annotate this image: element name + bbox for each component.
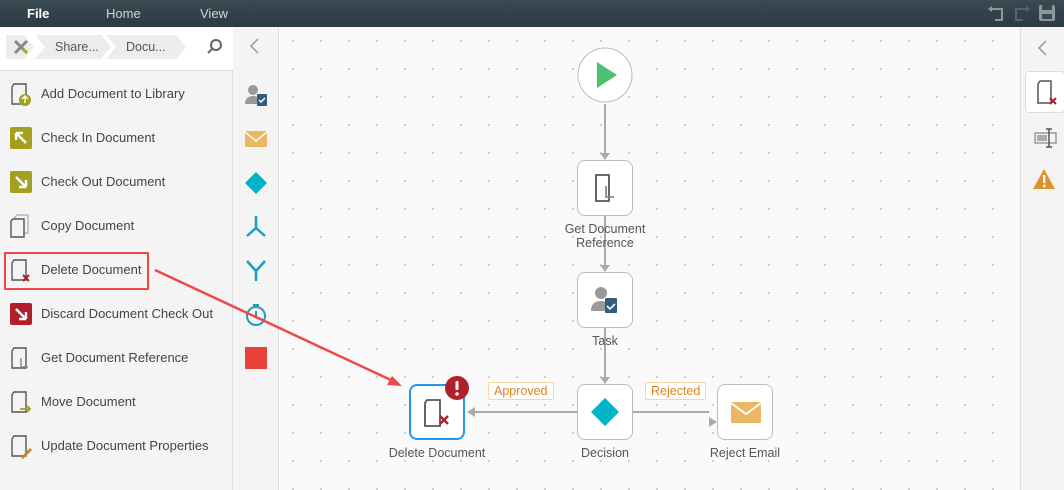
top-bar: File Home View <box>0 0 1064 27</box>
error-icon[interactable] <box>445 376 469 400</box>
email-icon[interactable] <box>243 126 269 152</box>
update-properties-icon <box>11 435 32 459</box>
undo-icon[interactable] <box>987 4 1005 22</box>
breadcrumb-item[interactable]: Docu... <box>106 35 186 59</box>
delete-document-icon <box>1037 80 1057 105</box>
search-icon[interactable] <box>206 38 224 56</box>
menu-home[interactable]: Home <box>106 6 141 21</box>
action-label: Check Out Document <box>41 174 166 189</box>
node-label: Reject Email <box>709 446 781 460</box>
email-icon <box>730 402 762 423</box>
toolbox <box>233 27 279 490</box>
stop-icon[interactable] <box>243 345 269 371</box>
properties-panel <box>1020 27 1064 490</box>
wrench-icon <box>12 38 30 56</box>
document-reference-icon <box>595 174 614 202</box>
warning-icon[interactable] <box>1032 168 1056 190</box>
breadcrumb-item[interactable]: Share... <box>35 35 111 59</box>
task-icon <box>591 287 617 313</box>
check-out-icon <box>10 171 32 193</box>
workflow-canvas[interactable]: Get Document Reference Task Decision Del… <box>279 27 1020 490</box>
action-item[interactable]: Check Out Document <box>0 162 232 202</box>
action-label: Discard Document Check Out <box>41 306 213 321</box>
action-item[interactable]: Check In Document <box>0 118 232 158</box>
menu-view[interactable]: View <box>200 6 228 21</box>
branch-label-approved[interactable]: Approved <box>488 382 554 400</box>
redo-icon[interactable] <box>1013 4 1031 22</box>
node-decision[interactable] <box>577 384 633 440</box>
collapse-right-icon[interactable] <box>1036 39 1050 57</box>
connectors <box>467 104 717 427</box>
node-label: Delete Document <box>388 446 486 460</box>
discard-checkout-icon <box>10 303 32 325</box>
node-label: Task <box>592 334 618 348</box>
node-reject-email[interactable] <box>717 384 773 440</box>
collapse-left-icon[interactable] <box>248 37 262 55</box>
copy-document-icon <box>10 214 29 238</box>
action-item[interactable]: Discard Document Check Out <box>0 294 232 334</box>
move-document-icon <box>11 391 32 413</box>
action-label: Update Document Properties <box>41 438 209 453</box>
save-icon[interactable] <box>1038 4 1056 22</box>
document-reference-icon <box>11 347 28 369</box>
action-label: Move Document <box>41 394 136 409</box>
tools-crumb[interactable] <box>6 35 34 59</box>
action-item[interactable]: Get Document Reference <box>0 338 232 378</box>
action-label: Check In Document <box>41 130 156 145</box>
split-icon[interactable] <box>243 214 269 240</box>
menu-file[interactable]: File <box>27 6 50 21</box>
action-panel: Share... Docu... Add Document to Library… <box>0 27 233 490</box>
node-get-document-reference[interactable] <box>577 160 633 216</box>
breadcrumb: Share... Docu... <box>0 27 233 71</box>
rename-icon[interactable] <box>1034 127 1058 149</box>
properties-tab[interactable] <box>1025 71 1064 113</box>
action-item[interactable]: Add Document to Library <box>0 74 232 114</box>
decision-icon[interactable] <box>243 170 269 196</box>
node-label: Get Document Reference <box>564 222 646 250</box>
merge-icon[interactable] <box>243 258 269 284</box>
action-item[interactable]: Move Document <box>0 382 232 422</box>
start-node[interactable] <box>576 47 634 105</box>
node-task[interactable] <box>577 272 633 328</box>
highlight-box <box>4 252 149 290</box>
action-label: Get Document Reference <box>41 350 189 365</box>
action-label: Delete Document <box>41 262 142 277</box>
task-icon[interactable] <box>243 82 269 108</box>
timer-icon[interactable] <box>243 302 269 328</box>
decision-icon <box>591 398 619 426</box>
check-in-icon <box>10 127 32 149</box>
action-label: Copy Document <box>41 218 135 233</box>
branch-label-rejected[interactable]: Rejected <box>645 382 707 400</box>
delete-document-icon <box>424 399 449 427</box>
action-label: Add Document to Library <box>41 86 185 101</box>
action-item[interactable]: Delete Document <box>0 250 232 290</box>
add-document-icon <box>11 83 31 106</box>
action-item[interactable]: Update Document Properties <box>0 426 232 466</box>
action-item[interactable]: Copy Document <box>0 206 232 246</box>
delete-document-icon <box>11 259 30 282</box>
node-label: Decision <box>581 446 629 460</box>
